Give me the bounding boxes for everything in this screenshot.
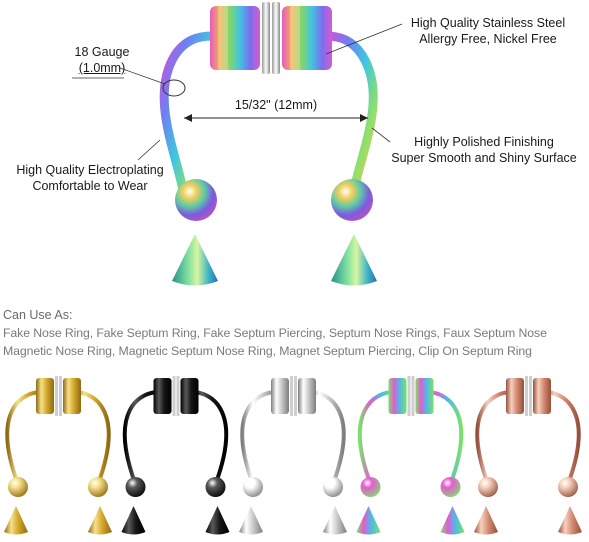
variant-spike-left (239, 506, 263, 535)
steel-annotation: High Quality Stainless Steel Allergy Fre… (398, 15, 578, 47)
variant-spike-left (4, 506, 28, 535)
variant-spike-right (88, 506, 112, 535)
variant-black (121, 376, 230, 535)
variant-magnet-left (271, 378, 289, 414)
variant-ball-right (205, 477, 226, 497)
variant-ball-left (360, 477, 381, 497)
variant-spike-right (205, 506, 230, 535)
variant-gold (4, 376, 112, 535)
polish-annotation: Highly Polished Finishing Super Smooth a… (384, 134, 584, 166)
width-label: 15/32" (12mm) (234, 98, 318, 112)
variant-ball-left (125, 477, 146, 497)
variant-spike-left (121, 506, 146, 535)
variant-magnet-left (388, 378, 407, 414)
hero-product-illustration (72, 2, 403, 286)
hero-ball-left (175, 179, 217, 221)
steel-line-2: Allergy Free, Nickel Free (419, 32, 557, 46)
variant-magnet-right (63, 378, 81, 414)
variant-ball-right (323, 477, 343, 497)
variant-ball-left (243, 477, 263, 497)
gauge-callout-circle (162, 79, 186, 97)
variant-magnet-right (298, 378, 316, 414)
hero-spike-left (172, 234, 218, 286)
color-variants-row (4, 376, 582, 535)
plating-annotation: High Quality Electroplating Comfortable … (2, 162, 178, 194)
hero-magnet-right (282, 6, 332, 70)
variant-magnet-right (180, 378, 199, 414)
variant-ball-left (8, 477, 28, 497)
uses-line-2: Magnetic Nose Ring, Magnetic Septum Nose… (3, 344, 532, 358)
variant-spike-right (440, 506, 465, 535)
steel-line-1: High Quality Stainless Steel (410, 16, 566, 30)
variant-magnet-left (153, 378, 172, 414)
variant-rainbow (356, 376, 465, 535)
variant-silver (239, 376, 347, 535)
variant-spike-right (558, 506, 582, 535)
hero-magnet-left (210, 6, 260, 70)
gauge-line-2: (1.0mm) (78, 61, 126, 75)
uses-label: Can Use As: (3, 308, 73, 322)
variant-ball-right (88, 477, 108, 497)
variant-magnet-right (415, 378, 434, 414)
variant-spike-right (323, 506, 347, 535)
variant-ball-right (558, 477, 578, 497)
gauge-annotation: 18 Gauge (1.0mm) (72, 44, 132, 76)
variant-magnet-left (36, 378, 54, 414)
variant-magnet-left (506, 378, 524, 414)
plating-line-1: High Quality Electroplating (16, 163, 164, 177)
hero-ball-right (331, 179, 373, 221)
variant-spike-left (474, 506, 498, 535)
hero-ring-wire (159, 31, 217, 195)
uses-line-1: Fake Nose Ring, Fake Septum Ring, Fake S… (3, 326, 547, 340)
variant-magnet-right (533, 378, 551, 414)
gauge-line-1: 18 Gauge (74, 45, 130, 59)
hero-spike-right (331, 234, 377, 286)
variant-ball-right (440, 477, 461, 497)
polish-line-2: Super Smooth and Shiny Surface (391, 151, 577, 165)
plating-line-2: Comfortable to Wear (32, 179, 148, 193)
variant-ball-left (478, 477, 498, 497)
variant-rose-gold (474, 376, 582, 535)
polish-line-1: Highly Polished Finishing (414, 135, 554, 149)
variant-spike-left (356, 506, 381, 535)
